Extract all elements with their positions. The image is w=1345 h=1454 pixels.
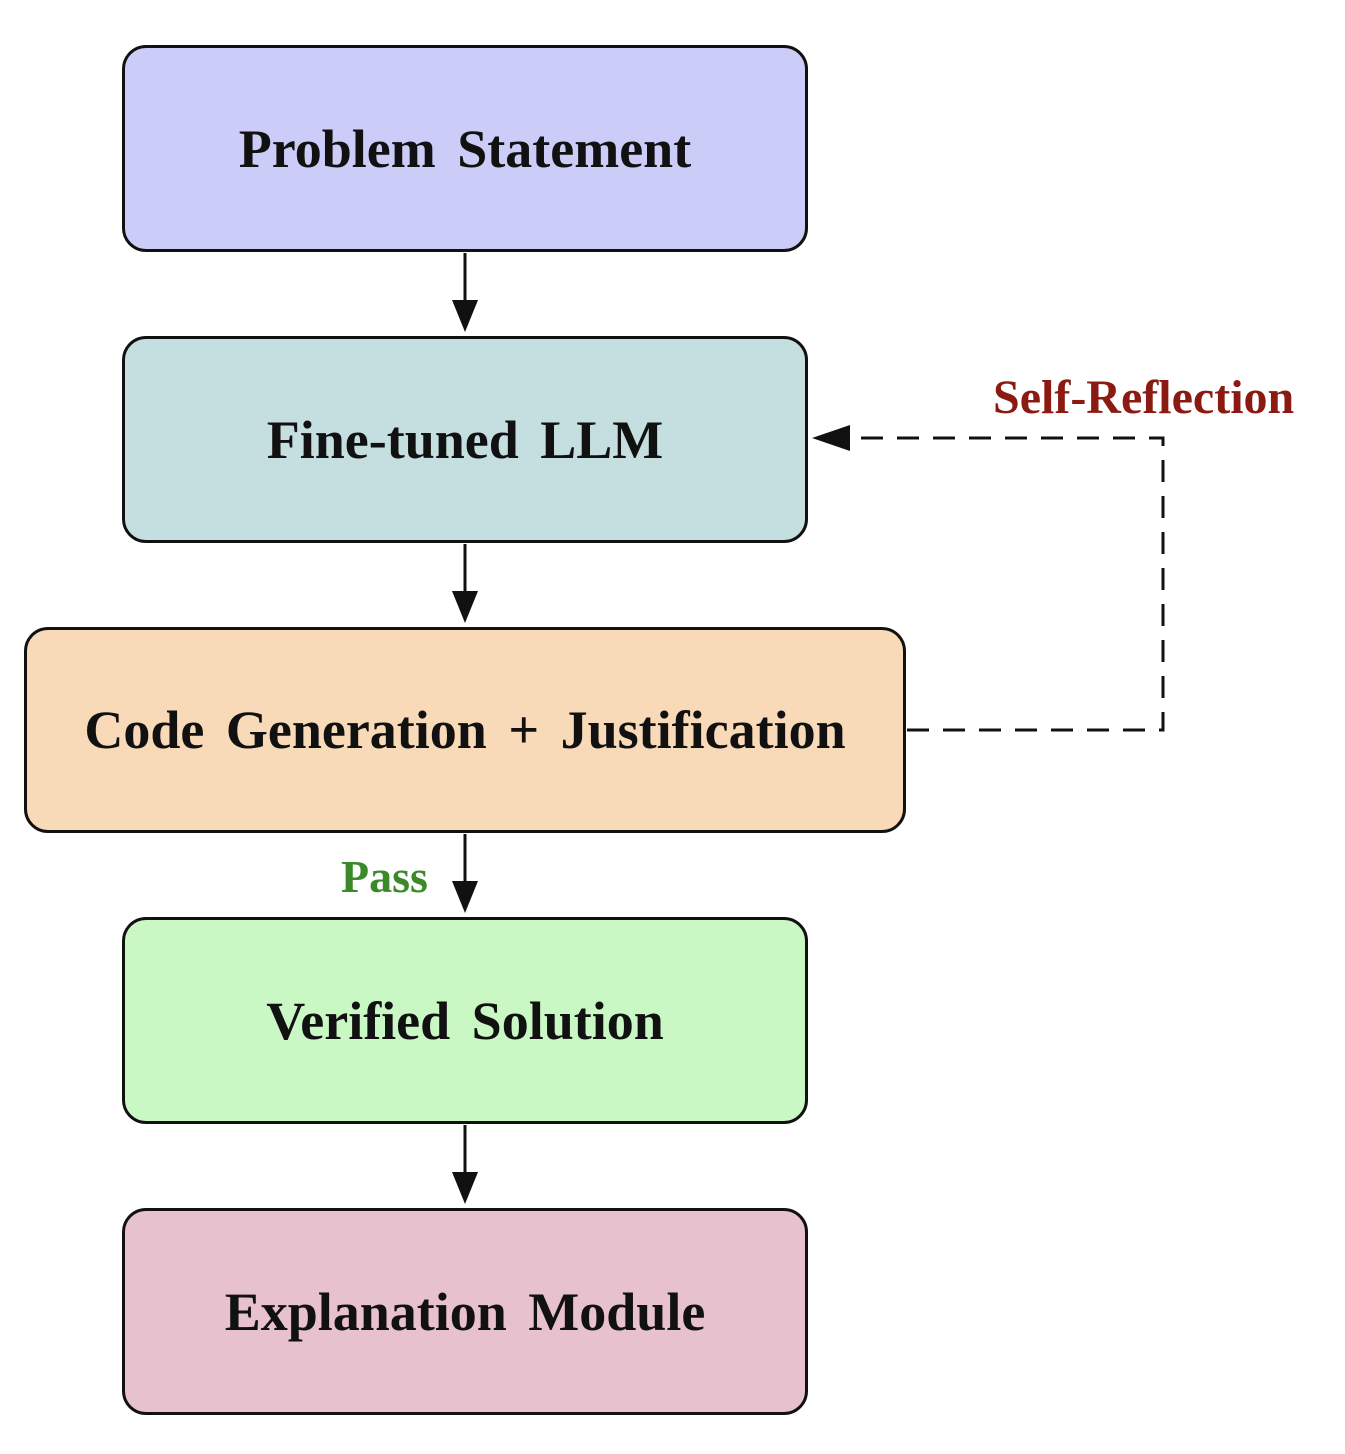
node-explanation-module: Explanation Module bbox=[122, 1208, 808, 1415]
self-reflection-label: Self-Reflection bbox=[993, 371, 1295, 424]
edge-problem-to-llm bbox=[452, 253, 478, 332]
edge-llm-to-codegen bbox=[452, 544, 478, 623]
edge-codegen-to-verified bbox=[452, 834, 478, 913]
node-verified-solution: Verified Solution bbox=[122, 917, 808, 1124]
node-fine-tuned-llm: Fine-tuned LLM bbox=[122, 336, 808, 543]
node-problem-statement: Problem Statement bbox=[122, 45, 808, 252]
node-code-generation: Code Generation + Justification bbox=[24, 627, 906, 833]
pass-label: Pass bbox=[341, 851, 428, 902]
edge-verified-to-explain bbox=[452, 1125, 478, 1204]
